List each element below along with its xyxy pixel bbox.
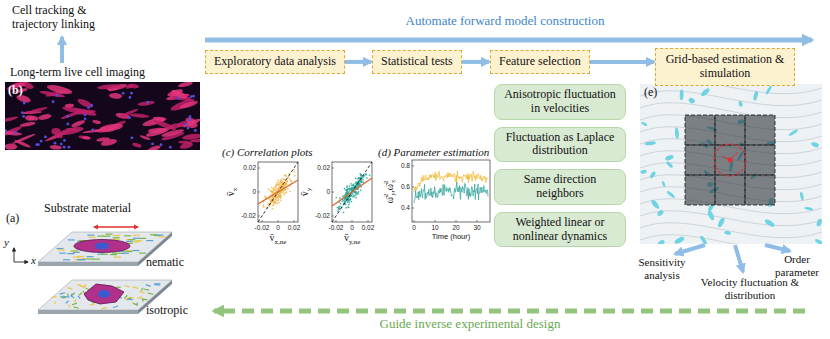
tick-label: 0.4 bbox=[401, 204, 410, 211]
panel-heading: Substrate material bbox=[44, 202, 131, 216]
axis-symbol: x,ne bbox=[275, 238, 287, 246]
flow-arrow bbox=[345, 60, 371, 64]
tick-label: 10 bbox=[431, 224, 438, 231]
axis-symbol: 2 bbox=[382, 180, 389, 183]
axis-symbol: ω̄ bbox=[385, 196, 395, 202]
panel-letter: (b) bbox=[8, 84, 23, 98]
feature-box: Same direction neighbors bbox=[494, 169, 626, 205]
tick-label: 0 bbox=[412, 224, 416, 231]
process-box: Statistical tests bbox=[372, 50, 462, 74]
axis-symbol: y bbox=[390, 192, 397, 195]
flow-arrow bbox=[462, 60, 489, 64]
tick-label: 0 bbox=[350, 224, 354, 231]
axis-label: v̄y,ne bbox=[344, 232, 360, 246]
caption-text: Cell tracking & trajectory linking bbox=[12, 4, 132, 32]
axis-title: Time (hour) bbox=[432, 233, 470, 242]
flow-title: Automate forward model construction bbox=[406, 14, 605, 29]
tick-label: -0.02 bbox=[241, 212, 256, 219]
axis-symbol: v̄ bbox=[225, 191, 236, 196]
panel-heading: (c) Correlation plots bbox=[222, 146, 313, 159]
axis-label: ω̄2y,ω̄2x bbox=[382, 179, 397, 203]
node-text: Same direction neighbors bbox=[500, 173, 620, 201]
axis-symbol: y,ne bbox=[349, 238, 360, 246]
axis-symbol: v̄ bbox=[344, 232, 349, 243]
axis-label: v̄x,ne bbox=[270, 232, 287, 246]
axis-name: x bbox=[31, 254, 36, 267]
panel-heading: (d) Parameter estimation bbox=[378, 146, 489, 159]
tick-label: 0 bbox=[276, 224, 280, 231]
axis-symbol: 2 bbox=[382, 193, 389, 196]
process-box: Grid-based estimation & simulation bbox=[655, 48, 795, 86]
process-box: Exploratory data analysis bbox=[205, 50, 345, 74]
tick-label: 0.02 bbox=[243, 164, 256, 171]
tick-label: 30 bbox=[473, 224, 480, 231]
tick-label: -0.02 bbox=[329, 224, 344, 231]
panel-letter: (a) bbox=[6, 212, 19, 226]
feature-box: Fluctuation as Laplace distribution bbox=[494, 127, 626, 163]
axis-symbol: v̄ bbox=[270, 232, 275, 243]
feedback-title: Guide inverse experimental design bbox=[380, 317, 561, 332]
node-text: Statistical tests bbox=[381, 55, 453, 69]
axis-symbol: , bbox=[385, 190, 395, 192]
axis-symbol: y bbox=[305, 188, 313, 192]
axis-label: v̄x bbox=[225, 188, 239, 197]
axis-symbol: x bbox=[231, 188, 239, 192]
tick-label: 0 bbox=[252, 188, 256, 195]
axis-name: y bbox=[4, 236, 9, 249]
flow-arrow bbox=[590, 60, 654, 64]
tick-label: 20 bbox=[452, 224, 459, 231]
panel-letter: (e) bbox=[644, 86, 657, 100]
output-label: Sensitivity analysis bbox=[632, 256, 692, 281]
tick-label: -0.02 bbox=[315, 212, 330, 219]
substrate-name: nematic bbox=[146, 256, 184, 270]
feature-box: Anisotropic fluctuation in velocities bbox=[494, 84, 626, 120]
panel-heading: Long-term live cell imaging bbox=[10, 66, 145, 80]
axis-label: v̄y bbox=[299, 188, 313, 197]
process-box: Feature selection bbox=[490, 50, 590, 74]
axis-symbol: ω̄ bbox=[385, 183, 395, 189]
tick-label: 0.02 bbox=[288, 224, 301, 231]
output-label: Order parameter bbox=[770, 253, 824, 278]
tick-label: -0.02 bbox=[255, 224, 270, 231]
node-text: Fluctuation as Laplace distribution bbox=[500, 131, 620, 159]
node-text: Anisotropic fluctuation in velocities bbox=[500, 88, 620, 116]
axis-symbol: v̄ bbox=[299, 191, 310, 196]
tick-label: 0.8 bbox=[401, 162, 410, 169]
node-text: Grid-based estimation & simulation bbox=[664, 53, 786, 81]
feature-box: Weighted linear or nonlinear dynamics bbox=[494, 212, 626, 248]
tick-label: 0 bbox=[326, 188, 330, 195]
tick-label: 0.6 bbox=[401, 183, 410, 190]
output-label: Velocity fluctuation & distribution bbox=[690, 276, 810, 301]
substrate-name: isotropic bbox=[146, 304, 188, 318]
node-text: Weighted linear or nonlinear dynamics bbox=[500, 216, 620, 244]
node-text: Feature selection bbox=[499, 55, 581, 69]
tick-label: 0.02 bbox=[362, 224, 375, 231]
tick-label: 0.02 bbox=[317, 164, 330, 171]
axis-symbol: x bbox=[390, 179, 397, 182]
node-text: Exploratory data analysis bbox=[214, 55, 336, 69]
